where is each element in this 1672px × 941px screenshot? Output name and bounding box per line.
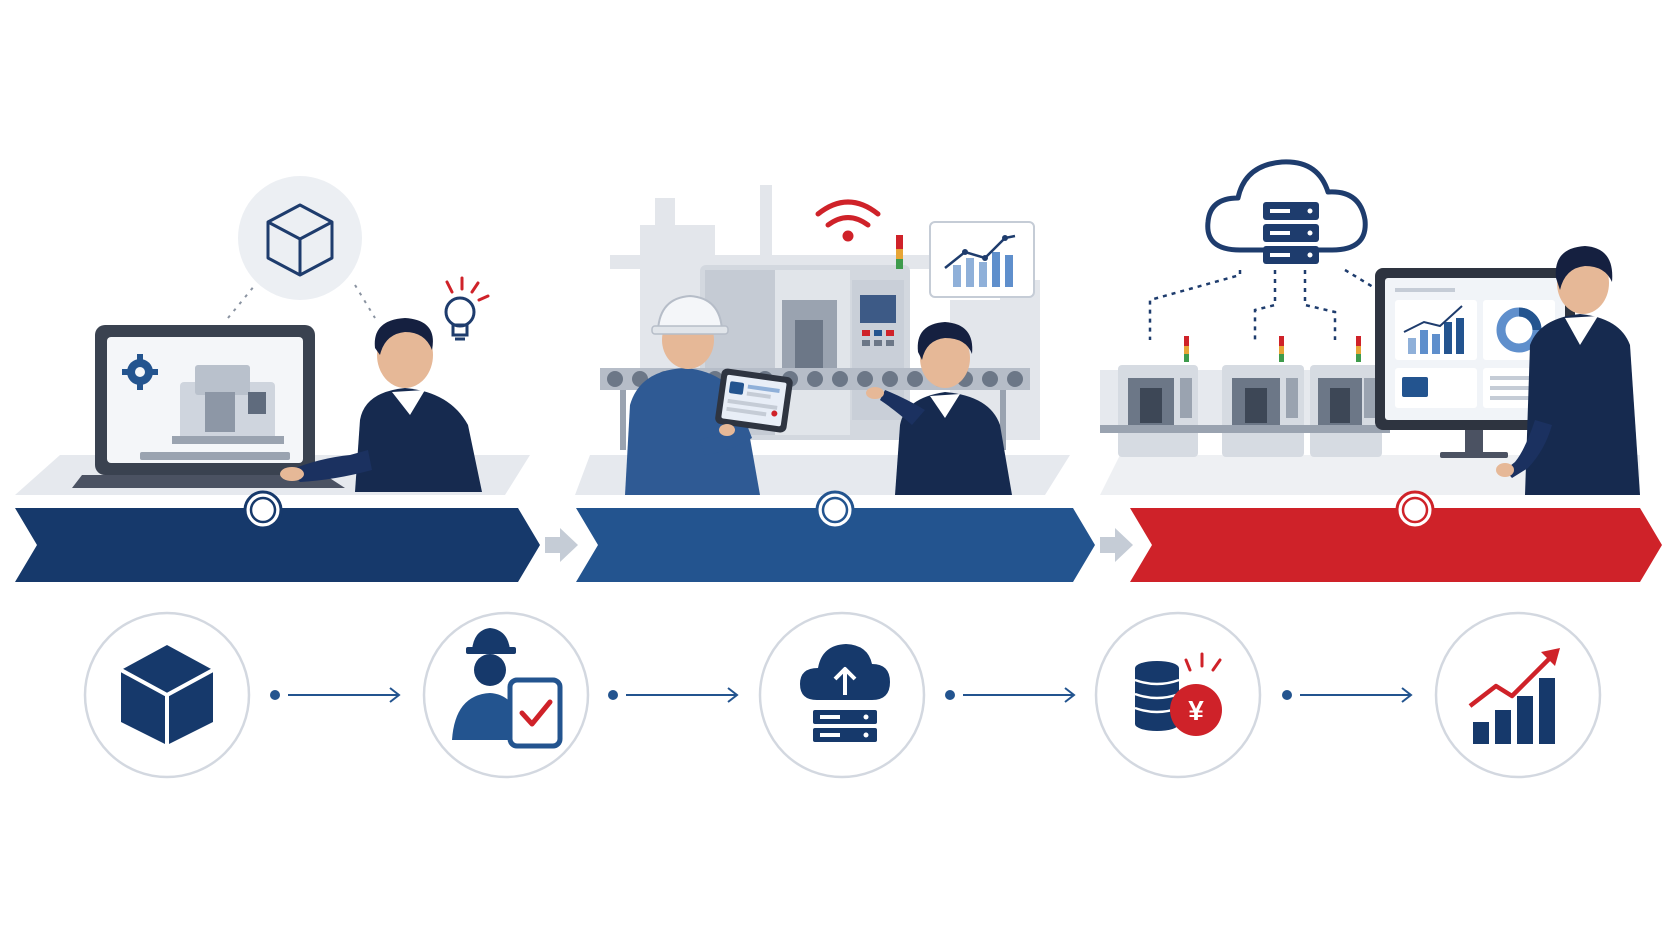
- timeline-node: [243, 490, 283, 530]
- operator-person: [1496, 246, 1640, 495]
- monitor-dashboard-icon: [1375, 268, 1575, 458]
- stage-design: [15, 176, 530, 495]
- gear-icon: [122, 354, 158, 390]
- step-connector: [1282, 687, 1413, 703]
- timeline-node: [815, 490, 855, 530]
- chevron-arrow-icon: [545, 528, 578, 562]
- wifi-icon: [815, 199, 881, 242]
- cloud-server-icon: [1205, 159, 1368, 264]
- cube-icon: [120, 645, 214, 745]
- chevron-arrow-icon: [1100, 528, 1133, 562]
- laptop-icon: [72, 325, 345, 488]
- stage-manufacturing: [575, 185, 1070, 495]
- chevron-stage-1: [15, 508, 540, 582]
- step-row: ¥: [83, 611, 1602, 779]
- machine-model-icon: [172, 365, 284, 444]
- engineer-person: [866, 322, 1012, 495]
- chevron-stage-3: [1130, 508, 1662, 582]
- network-lines: [1148, 268, 1379, 340]
- yen-symbol: ¥: [1188, 695, 1204, 726]
- worker-checklist-icon: [452, 628, 563, 749]
- designer-person: [280, 318, 482, 492]
- step-4: ¥: [1094, 611, 1262, 779]
- step-3: [758, 611, 926, 779]
- chart-card-icon: [929, 221, 1035, 298]
- machine-row: [1100, 336, 1390, 457]
- cube-icon: [238, 176, 362, 300]
- cloud-upload-icon: [800, 644, 890, 742]
- timeline-node: [1395, 490, 1435, 530]
- cnc-machine: [700, 235, 910, 440]
- timeline: [15, 490, 1662, 582]
- step-connector: [608, 687, 739, 703]
- step-5: [1434, 611, 1602, 779]
- growth-chart-icon: [1468, 648, 1560, 744]
- lightbulb-icon: [444, 276, 490, 341]
- coins-yen-icon: ¥: [1134, 652, 1222, 736]
- step-2: [422, 611, 590, 779]
- chevron-stage-2: [576, 508, 1095, 582]
- step-connector: [945, 687, 1076, 703]
- stage-operation: [1100, 159, 1640, 495]
- step-1: [83, 611, 251, 779]
- step-connector: [270, 687, 401, 703]
- tablet-icon: [715, 368, 793, 436]
